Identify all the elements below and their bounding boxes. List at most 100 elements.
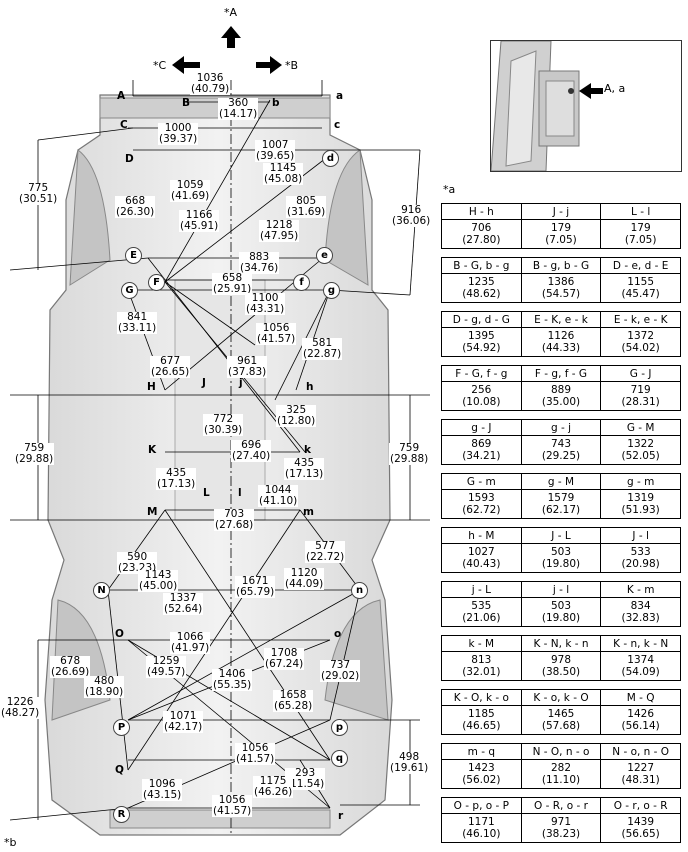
table-header-cell: K - m (600, 581, 681, 598)
table-header-cell: E - K, e - k (520, 311, 602, 328)
value-inch: (11.10) (541, 774, 581, 786)
table-value-cell: 1372(54.02) (600, 327, 681, 357)
table-header-cell: N - O, n - o (520, 743, 602, 760)
value-mm: 1155 (627, 276, 655, 288)
inset-label: A, a (604, 82, 626, 95)
value-mm: 179 (550, 222, 571, 234)
dim-label: 1120(44.09) (284, 567, 325, 590)
point-r: r (338, 810, 344, 822)
dim-label: 678(26.69) (50, 655, 91, 678)
table-header-cell: D - e, d - E (600, 257, 681, 274)
point-P: P (113, 719, 130, 736)
dim-label: 1100(43.31) (245, 292, 286, 315)
table-header-cell: D - g, d - G (441, 311, 522, 328)
point-e: e (316, 247, 333, 264)
point-g: g (323, 282, 340, 299)
value-mm: 1319 (627, 492, 655, 504)
dim-label: 1071(42.17) (163, 710, 204, 733)
point-Q: Q (115, 764, 124, 776)
value-inch: (32.83) (621, 612, 660, 624)
dim-label: 668(26.30) (115, 195, 156, 218)
dim-label: 1044(41.10) (258, 484, 299, 507)
value-mm: 1426 (627, 708, 655, 720)
table-header-cell: G - M (600, 419, 681, 436)
value-inch: (57.68) (541, 720, 581, 732)
point-H: H (147, 381, 156, 393)
value-mm: 889 (550, 384, 571, 396)
table-header-cell: L - l (600, 203, 681, 220)
table-value-cell: 1171(46.10) (441, 813, 522, 843)
table-header-cell: j - l (520, 581, 602, 598)
value-inch: (28.31) (621, 396, 660, 408)
dim-label: 435(17.13) (156, 467, 197, 490)
point-l: l (238, 487, 242, 499)
point-N: N (93, 582, 110, 599)
dim-label: 1708(67.24) (264, 647, 305, 670)
value-inch: (51.93) (621, 504, 660, 516)
table-value-cell: 1465(57.68) (520, 705, 602, 735)
dim-label: 1066(41.97) (170, 631, 211, 654)
dim-label: 759(29.88) (389, 442, 430, 465)
value-mm: 834 (630, 600, 651, 612)
point-n: n (351, 582, 368, 599)
table-header-cell: K - N, k - n (520, 635, 602, 652)
point-h: h (306, 381, 314, 393)
value-inch: (56.65) (621, 828, 660, 840)
value-inch: (38.23) (541, 828, 581, 840)
value-inch: (54.02) (621, 342, 660, 354)
table-value-cell: 834(32.83) (600, 597, 681, 627)
table-value-cell: 1593(62.72) (441, 489, 522, 519)
table-value-cell: 978(38.50) (520, 651, 602, 681)
table-value-cell: 1579(62.17) (520, 489, 602, 519)
table-header-cell: J - j (520, 203, 602, 220)
front-wheel-well-left (69, 149, 111, 286)
table-header-cell: m - q (441, 743, 522, 760)
point-A: A (117, 90, 126, 102)
value-inch: (27.80) (462, 234, 501, 246)
dim-label: 1337(52.64) (163, 592, 204, 615)
value-inch: (54.92) (462, 342, 501, 354)
dim-label: 1036(40.79) (190, 72, 231, 95)
table-header-cell: O - r, o - R (600, 797, 681, 814)
dim-label: 1406(55.35) (212, 668, 253, 691)
dim-label: 1145(45.08) (263, 162, 304, 185)
value-inch: (32.01) (462, 666, 501, 678)
detail-inset: A, a (490, 40, 682, 172)
value-inch: (62.72) (462, 504, 501, 516)
table-value-cell: 282(11.10) (520, 759, 602, 789)
table-header-cell: k - M (441, 635, 522, 652)
dim-label: 916(36.06) (391, 204, 432, 227)
dim-label: 677(26.65) (150, 355, 191, 378)
table-header-cell: O - R, o - r (520, 797, 602, 814)
dim-label: 325(12.80) (276, 404, 317, 427)
value-inch: (54.09) (621, 666, 660, 678)
dim-label: 1658(65.28) (273, 689, 314, 712)
dim-label: 498(19.61) (389, 751, 430, 774)
table-value-cell: 1027(40.43) (441, 543, 522, 573)
dim-label: 1056(41.57) (256, 322, 297, 345)
value-mm: 813 (471, 654, 492, 666)
point-q: q (331, 750, 348, 767)
value-inch: (7.05) (545, 234, 577, 246)
detail-inset-image (491, 41, 603, 171)
inset-arrow-icon (579, 83, 603, 99)
point-C: C (120, 119, 128, 131)
point-B: B (182, 97, 191, 109)
dim-label: 775(30.51) (18, 182, 59, 205)
table-value-cell: 179(7.05) (520, 219, 602, 249)
value-mm: 978 (550, 654, 571, 666)
table-value-cell: 179(7.05) (600, 219, 681, 249)
value-mm: 1579 (547, 492, 575, 504)
value-inch: (44.33) (541, 342, 581, 354)
arrow-up-icon (221, 26, 241, 48)
value-mm: 869 (471, 438, 492, 450)
table-value-cell: 706(27.80) (441, 219, 522, 249)
value-inch: (54.57) (541, 288, 581, 300)
